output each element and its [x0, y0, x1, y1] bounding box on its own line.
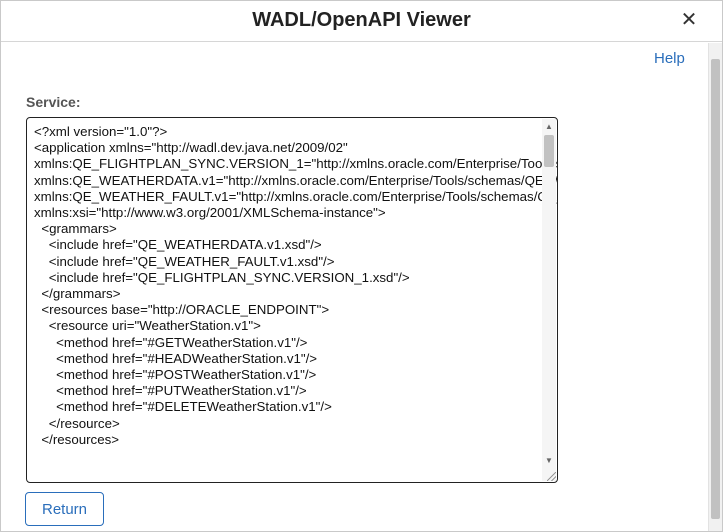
scroll-up-icon[interactable]: ▲ — [545, 122, 553, 131]
dialog-scroll-thumb[interactable] — [711, 59, 720, 519]
resize-handle-icon[interactable] — [547, 472, 556, 481]
dialog-title: WADL/OpenAPI Viewer — [252, 9, 471, 31]
dialog-scrollbar[interactable] — [708, 43, 722, 531]
service-label: Service: — [26, 94, 81, 110]
service-xml-textarea[interactable]: <?xml version="1.0"?> <application xmlns… — [26, 117, 558, 483]
return-button[interactable]: Return — [25, 492, 104, 526]
close-icon[interactable]: ✕ — [680, 9, 698, 31]
scroll-down-icon[interactable]: ▼ — [545, 456, 553, 465]
help-link[interactable]: Help — [654, 50, 685, 67]
service-xml-content[interactable]: <?xml version="1.0"?> <application xmlns… — [34, 124, 557, 447]
textarea-scrollbar[interactable]: ▲ ▼ — [542, 119, 556, 481]
textarea-scroll-thumb[interactable] — [544, 135, 554, 167]
dialog-header: WADL/OpenAPI Viewer ✕ — [1, 1, 722, 42]
